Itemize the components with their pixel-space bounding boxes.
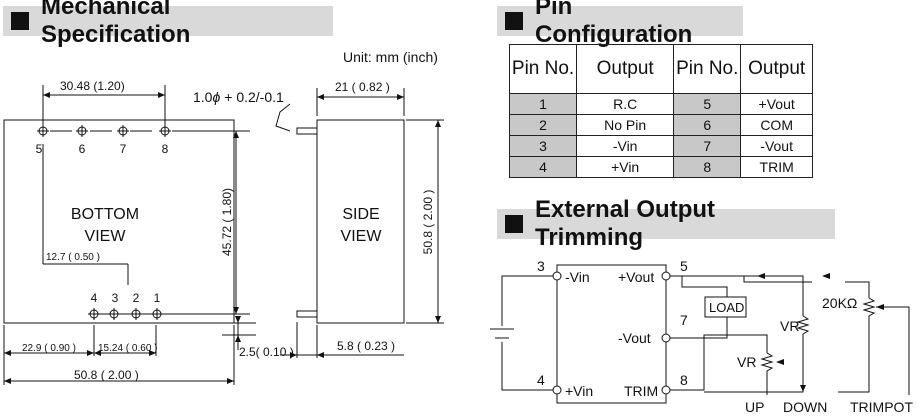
pin-label-4: 4 [91, 291, 98, 305]
pin-config-title-text: Pin Configuration [535, 0, 693, 48]
phi-symbol: ϕ [212, 89, 220, 105]
pin-1-marker [151, 308, 163, 320]
trimming-title: External Output Trimming [497, 196, 835, 251]
output-cell: TRIM [740, 156, 813, 178]
pin-label-1: 1 [154, 291, 161, 305]
minus-vout-label: -Vout [618, 330, 651, 346]
terminal-8 [661, 385, 671, 395]
vr-inner-label: VR [737, 354, 756, 370]
plus-vin-label: +Vin [565, 383, 593, 399]
output-cell: -Vout [740, 135, 813, 157]
unit-label: Unit: mm (inch) [343, 49, 438, 65]
pin-4-marker [88, 308, 100, 320]
pin-no-cell: 7 [673, 135, 742, 157]
pin-8-marker [159, 125, 171, 137]
pin-3-marker [108, 308, 120, 320]
load-label: LOAD [709, 300, 744, 315]
dim-side-width: 21 ( 0.82 ) [335, 80, 390, 94]
mechanical-title: Mechanical Specification [3, 0, 333, 48]
ohm-symbol: Ω [847, 295, 857, 311]
bottom-view-outline [3, 119, 235, 324]
pin-label-2: 2 [133, 291, 140, 305]
pin-tolerance: + 0.2/-0.1 [224, 89, 284, 105]
output-cell: +Vin [576, 156, 675, 178]
terminal-4 [552, 385, 562, 395]
arrow-icon [822, 273, 830, 279]
dim-offset: 12.7 ( 0.50 ) [46, 252, 100, 263]
pin-label-6: 6 [79, 142, 86, 156]
output-cell: -Vin [576, 135, 675, 157]
header-output-2: Output [740, 44, 813, 94]
pin-5-label: 5 [680, 258, 688, 274]
pin-3-label: 3 [537, 258, 545, 274]
plus-vout-label: +Vout [618, 269, 654, 285]
pin-2-marker [130, 308, 142, 320]
mechanical-title-text: Mechanical Specification [41, 0, 191, 48]
square-bullet-icon [505, 12, 523, 30]
arrow-icon [757, 273, 765, 279]
pin-label-7: 7 [120, 142, 127, 156]
down-label: DOWN [783, 399, 827, 415]
terminal-3 [552, 271, 562, 281]
dim-pin-gap: 15.24 ( 0.60 ) [98, 343, 157, 354]
arrow-icon [776, 359, 784, 365]
pin-no-cell: 6 [673, 114, 742, 136]
pin-8-label: 8 [680, 372, 688, 388]
pin-config-table: Pin No. Output Pin No. Output 1 R.C 5 +V… [508, 44, 813, 178]
table-row: 1 R.C 5 +Vout [508, 93, 813, 115]
minus-vin-label: -Vin [565, 269, 590, 285]
pin-label-5: 5 [36, 142, 43, 156]
table-row: 4 +Vin 8 TRIM [508, 156, 813, 178]
pin-4-label: 4 [537, 372, 545, 388]
pin-5-marker [37, 125, 49, 137]
pin-label-3: 3 [112, 291, 119, 305]
pin-no-cell: 5 [673, 93, 742, 115]
pin-config-title: Pin Configuration [497, 0, 743, 48]
square-bullet-icon [505, 215, 523, 233]
side-view-label-2: VIEW [341, 228, 383, 245]
dim-height: 45.72 ( 1.80) [220, 188, 234, 256]
trimming-title-text: External Output Trimming [535, 196, 716, 251]
arrow-icon [876, 304, 884, 310]
resistor-value: 20K [822, 295, 848, 311]
dim-left-gap: 22.9 ( 0.90 ) [22, 343, 76, 354]
bottom-view-label-2: VIEW [85, 228, 127, 245]
pin-label-8: 8 [162, 142, 169, 156]
pin-7-label: 7 [680, 312, 688, 328]
vr-right-label: VR [780, 318, 799, 334]
pin-6-marker [76, 125, 88, 137]
terminal-7 [661, 333, 671, 343]
dim-pin-diameter: 1.0ϕ+ 0.2/-0.1 [193, 89, 284, 105]
dim-pin-span: 30.48 (1.20) [60, 79, 125, 93]
bottom-view-label-1: BOTTOM [71, 206, 139, 223]
dim-pin-length: 2.5( 0.10 ) [239, 345, 294, 359]
load-box [704, 296, 747, 318]
side-view-label-1: SIDE [342, 206, 379, 223]
square-bullet-icon [11, 12, 29, 30]
resistor-label: 20KΩ [822, 295, 857, 311]
side-view-outline [316, 119, 405, 324]
header-pin-no-1: Pin No. [508, 44, 578, 94]
table-row: 3 -Vin 7 -Vout [508, 135, 813, 157]
dim-total-width: 50.8 ( 2.00 ) [74, 368, 139, 382]
dim-side-pin: 5.8 ( 0.23 ) [337, 339, 395, 353]
terminal-5 [661, 271, 671, 281]
arrow-icon [800, 385, 806, 392]
pin-diameter-value: 1.0 [193, 89, 213, 105]
up-label: UP [745, 399, 764, 415]
trimpot-label: TRIMPOT [850, 399, 913, 415]
pin-no-cell: 8 [673, 156, 742, 178]
pin-7-marker [117, 125, 129, 137]
pin-no-cell: 4 [508, 156, 578, 178]
dim-side-height: 50.8 ( 2.00 ) [421, 190, 435, 255]
trim-label: TRIM [624, 383, 658, 399]
